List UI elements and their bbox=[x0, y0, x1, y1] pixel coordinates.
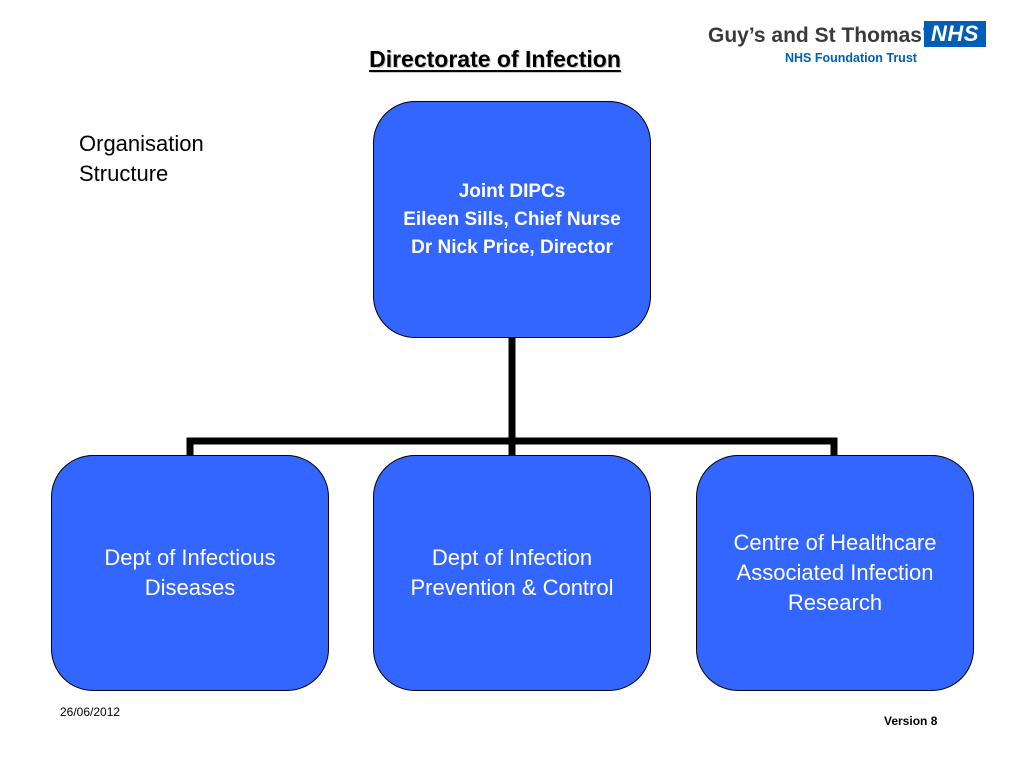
org-structure-label-line2: Structure bbox=[79, 161, 169, 186]
org-structure-label: Organisation Structure bbox=[79, 129, 204, 189]
node-infectious-diseases: Dept of Infectious Diseases bbox=[51, 455, 329, 691]
node-joint-dipcs-line2: Eileen Sills, Chief Nurse bbox=[403, 208, 621, 230]
nhs-trust-logo: Guy’s and St Thomas’ NHS NHS Foundation … bbox=[700, 18, 1000, 68]
node-hcai-research-line2: Associated Infection bbox=[736, 560, 934, 585]
footer-date: 26/06/2012 bbox=[60, 705, 121, 719]
slide-title: Directorate of Infection bbox=[369, 46, 621, 72]
node-joint-dipcs-line3: Dr Nick Price, Director bbox=[411, 236, 613, 258]
org-structure-label-line1: Organisation bbox=[79, 131, 204, 156]
node-joint-dipcs-line1: Joint DIPCs bbox=[458, 180, 566, 202]
node-hcai-research-line3: Research bbox=[787, 590, 883, 615]
logo-subtitle: NHS Foundation Trust bbox=[785, 51, 917, 65]
node-infection-prevention-line1: Dept of Infection bbox=[431, 545, 593, 570]
node-joint-dipcs: Joint DIPCs Eileen Sills, Chief Nurse Dr… bbox=[373, 101, 651, 338]
logo-org-name: Guy’s and St Thomas’ bbox=[708, 24, 928, 47]
node-infectious-diseases-line1: Dept of Infectious bbox=[104, 545, 276, 570]
node-infection-prevention: Dept of Infection Prevention & Control bbox=[373, 455, 651, 691]
node-hcai-research: Centre of Healthcare Associated Infectio… bbox=[696, 455, 974, 691]
node-hcai-research-line1: Centre of Healthcare bbox=[733, 530, 937, 555]
nhs-badge-icon: NHS bbox=[924, 21, 986, 47]
footer-version: Version 8 bbox=[884, 714, 938, 728]
node-infectious-diseases-line2: Diseases bbox=[144, 575, 236, 600]
node-infection-prevention-line2: Prevention & Control bbox=[410, 575, 614, 600]
